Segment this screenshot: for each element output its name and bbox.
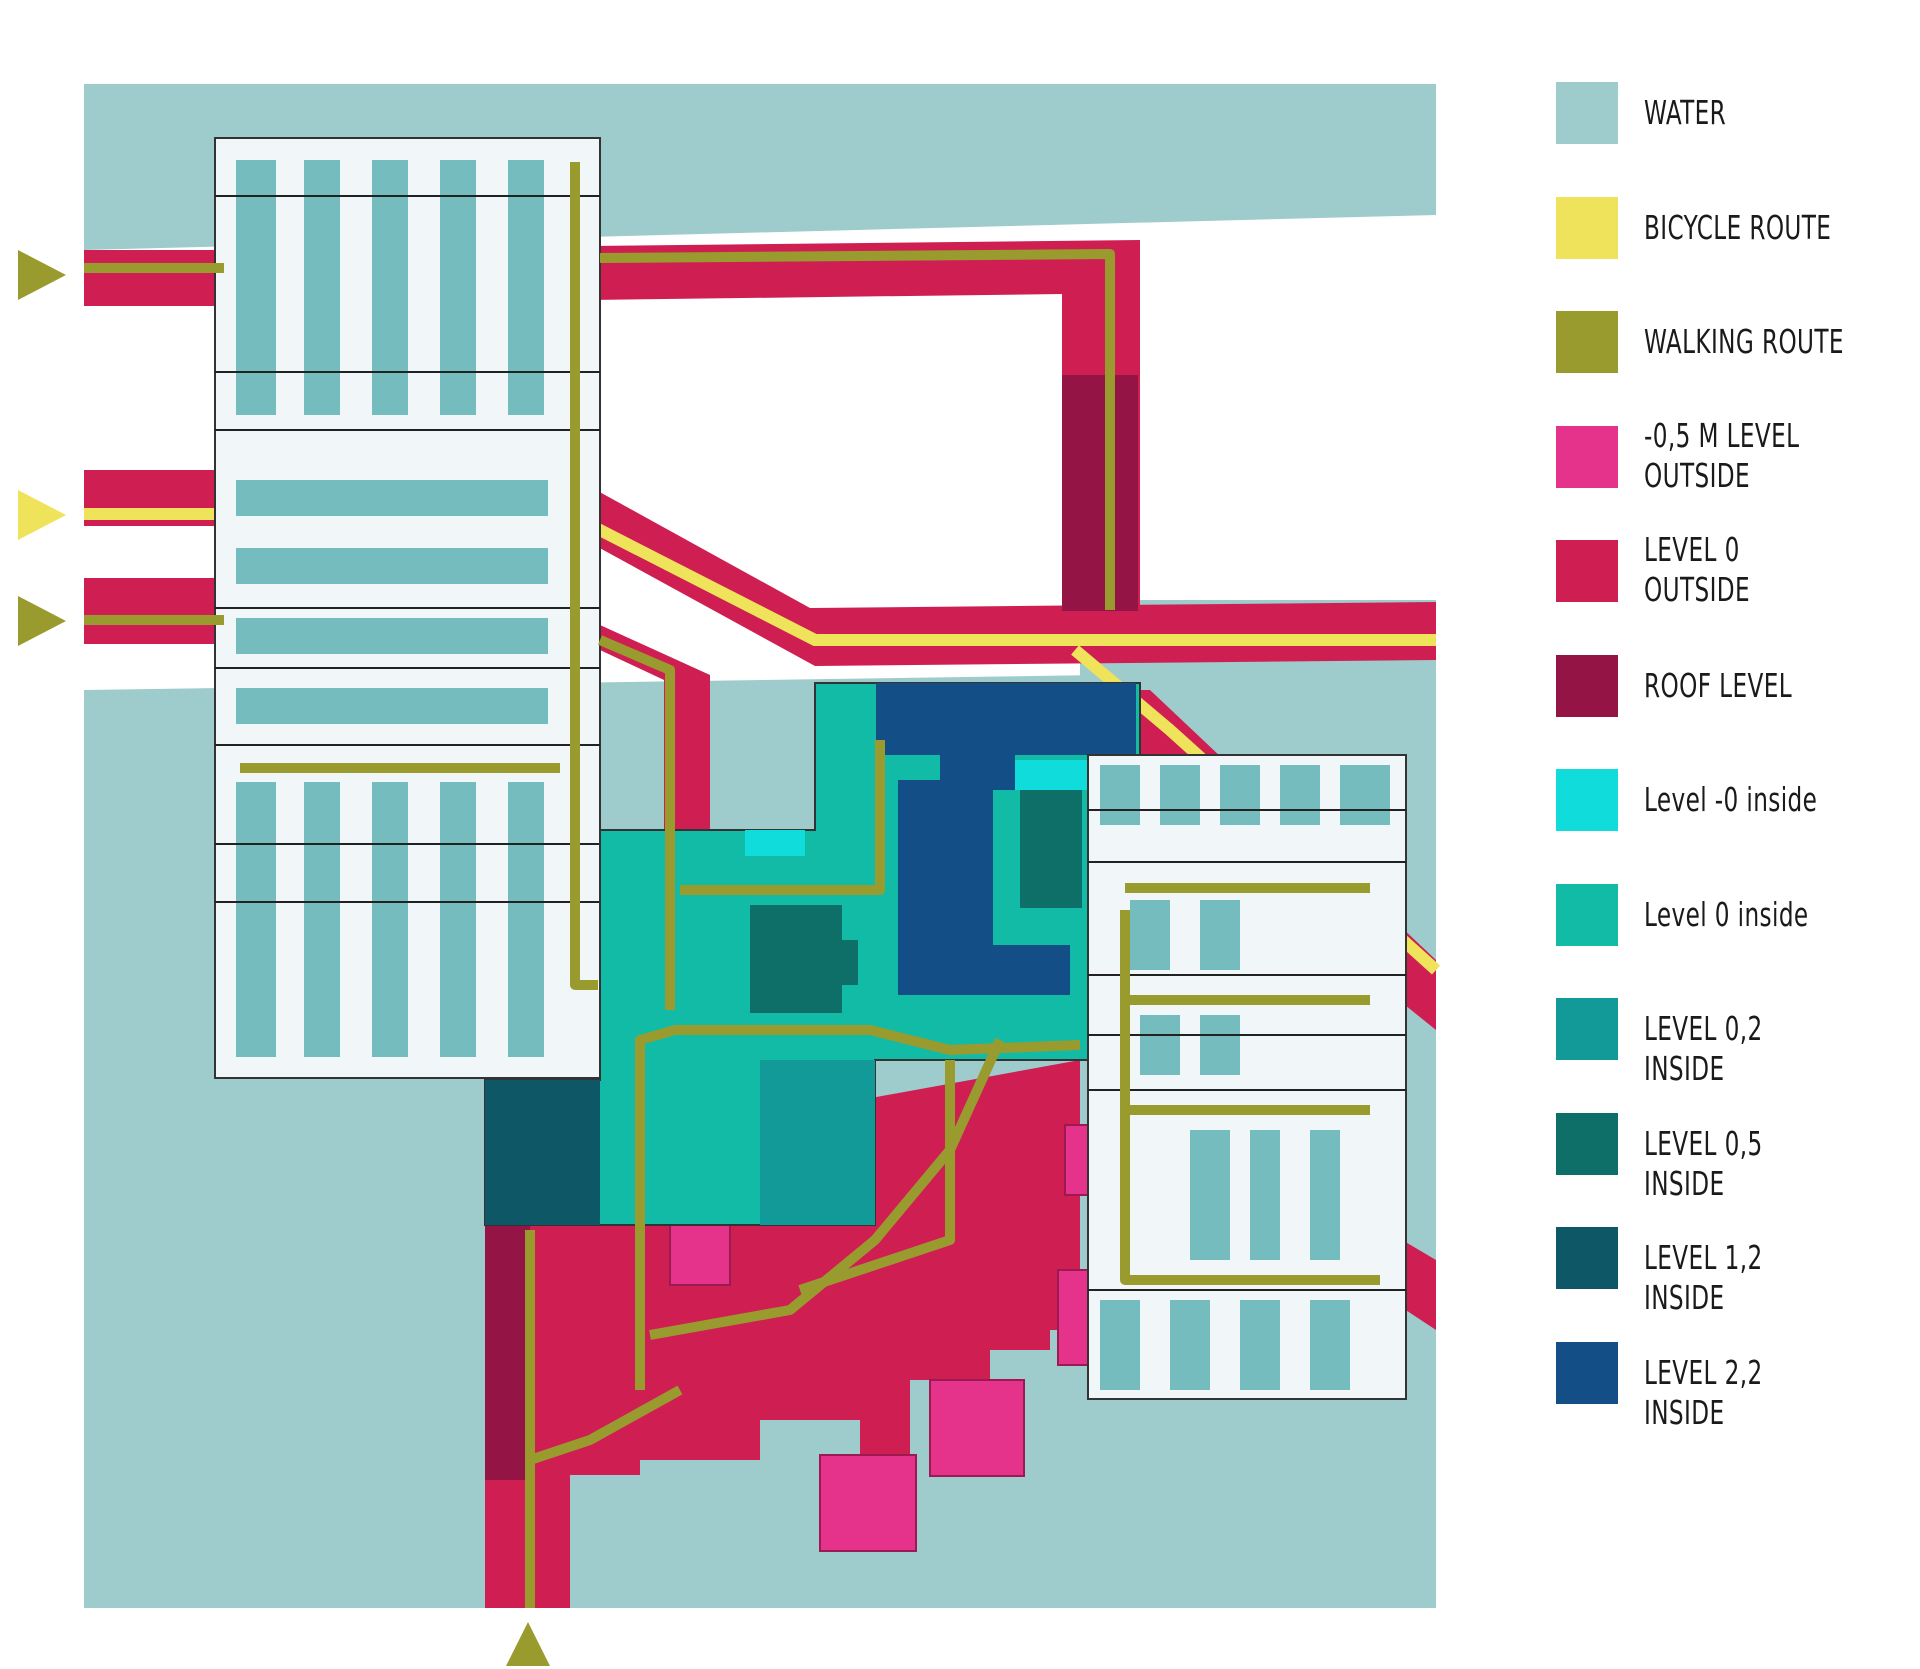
minus05-outside-areas — [669, 1124, 1094, 1552]
legend-label: -0,5 M LEVEL OUTSIDE — [1644, 415, 1800, 495]
building-east — [1087, 754, 1407, 1400]
roof-level-areas — [485, 375, 1138, 1480]
legend-item: LEVEL 0,5 INSIDE — [1540, 1109, 1910, 1203]
legend-item: Level 0 inside — [1540, 880, 1910, 950]
legend-item: BICYCLE ROUTE — [1540, 193, 1910, 263]
legend-item: WATER — [1540, 78, 1910, 148]
legend-swatch — [1556, 311, 1618, 373]
site-plan-map — [18, 84, 1440, 1666]
legend-item: Level -0 inside — [1540, 765, 1910, 835]
legend-swatch — [1556, 654, 1618, 717]
walking-routes — [84, 162, 1380, 1608]
legend-item: LEVEL 1,2 INSIDE — [1540, 1223, 1910, 1317]
legend-label: Level 0 inside — [1644, 894, 1809, 934]
legend-item: WALKING ROUTE — [1540, 307, 1910, 377]
legend-swatch — [1556, 540, 1618, 602]
legend-swatch — [1556, 998, 1618, 1060]
legend-item: ROOF LEVEL — [1540, 651, 1910, 721]
legend-label: WATER — [1644, 93, 1727, 132]
building-northwest — [214, 137, 601, 1079]
legend-swatch — [1556, 883, 1618, 946]
entrance-arrow-walking-s — [506, 1622, 550, 1666]
legend-swatch — [1556, 82, 1618, 144]
legend-label: LEVEL 0 OUTSIDE — [1644, 530, 1751, 609]
legend-label: WALKING ROUTE — [1644, 322, 1844, 361]
legend-item: LEVEL 0 OUTSIDE — [1540, 530, 1910, 609]
entrance-arrows — [18, 250, 550, 1666]
legend-swatch — [1556, 1227, 1618, 1289]
legend-item: LEVEL 0,2 INSIDE — [1540, 994, 1910, 1088]
legend-swatch — [1556, 1341, 1618, 1404]
legend-item: -0,5 M LEVEL OUTSIDE — [1540, 416, 1910, 495]
entrance-arrow-walking-w2 — [18, 596, 66, 646]
legend-swatch — [1556, 425, 1618, 488]
legend-swatch — [1556, 769, 1618, 831]
legend-item: LEVEL 2,2 INSIDE — [1540, 1338, 1910, 1432]
legend-label: Level -0 inside — [1644, 780, 1818, 819]
legend-label: LEVEL 0,2 INSIDE — [1644, 1009, 1763, 1088]
legend-label: LEVEL 2,2 INSIDE — [1644, 1352, 1763, 1432]
legend-swatch — [1556, 1112, 1618, 1175]
legend-label: LEVEL 1,2 INSIDE — [1644, 1238, 1763, 1317]
building-center — [484, 682, 1141, 1226]
entrance-arrow-bicycle-w — [18, 490, 66, 540]
legend-label: BICYCLE ROUTE — [1644, 207, 1832, 247]
entrance-arrow-walking-w1 — [18, 250, 66, 300]
legend-label: LEVEL 0,5 INSIDE — [1644, 1123, 1763, 1203]
legend-label: ROOF LEVEL — [1644, 665, 1793, 705]
legend-swatch — [1556, 196, 1618, 259]
